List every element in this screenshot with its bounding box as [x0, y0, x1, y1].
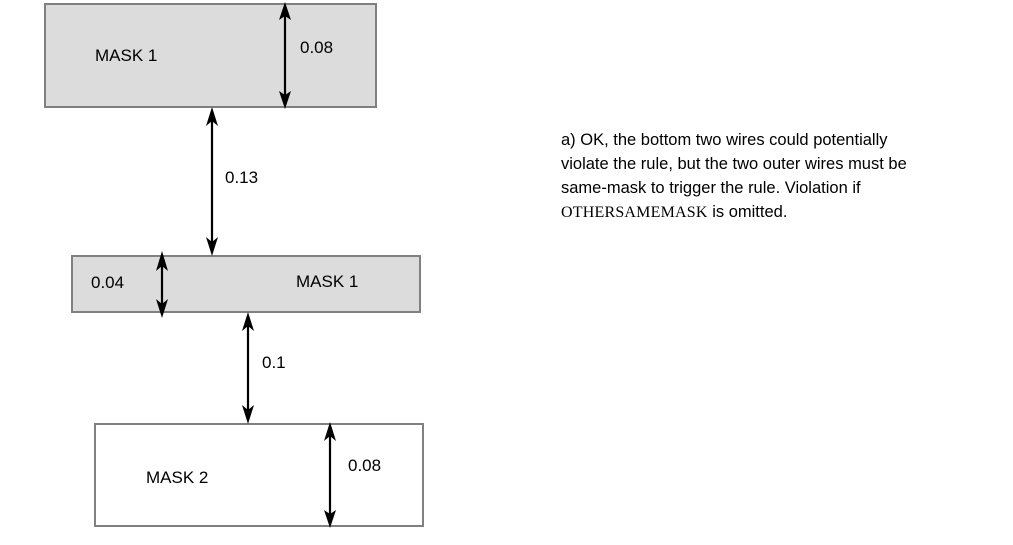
- mask-rect-bottom: [94, 423, 424, 527]
- mask-rect-top-label: MASK 1: [95, 46, 158, 65]
- dimension-label-bottom-thickness: 0.08: [348, 456, 382, 475]
- dimension-label-top-thickness: 0.08: [300, 38, 334, 57]
- caption-line-4-tail: is omitted.: [707, 203, 788, 221]
- dimension-label-gap-top-middle: 0.13: [225, 168, 259, 187]
- dimension-label-middle-thickness: 0.04: [91, 273, 125, 292]
- mask-rect-top: [44, 3, 377, 108]
- mask-rect-bottom-label: MASK 2: [146, 468, 209, 487]
- mask-rect-middle-label: MASK 1: [296, 272, 359, 291]
- dimension-label-gap-middle-bottom: 0.1: [262, 353, 286, 372]
- caption-line-2: violate the rule, but the two outer wire…: [561, 155, 907, 173]
- arrow-gap-middle-bottom: [242, 312, 254, 424]
- caption-line-1: a) OK, the bottom two wires could potent…: [561, 131, 888, 149]
- caption-text: a) OK, the bottom two wires could potent…: [561, 128, 981, 225]
- caption-line-4: OTHERSAMEMASK is omitted.: [561, 200, 981, 225]
- caption-keyword: OTHERSAMEMASK: [561, 204, 708, 221]
- mask-rect-middle: [71, 255, 421, 313]
- caption-line-3: same-mask to trigger the rule. Violation…: [561, 179, 861, 197]
- arrow-gap-top-middle: [206, 107, 218, 256]
